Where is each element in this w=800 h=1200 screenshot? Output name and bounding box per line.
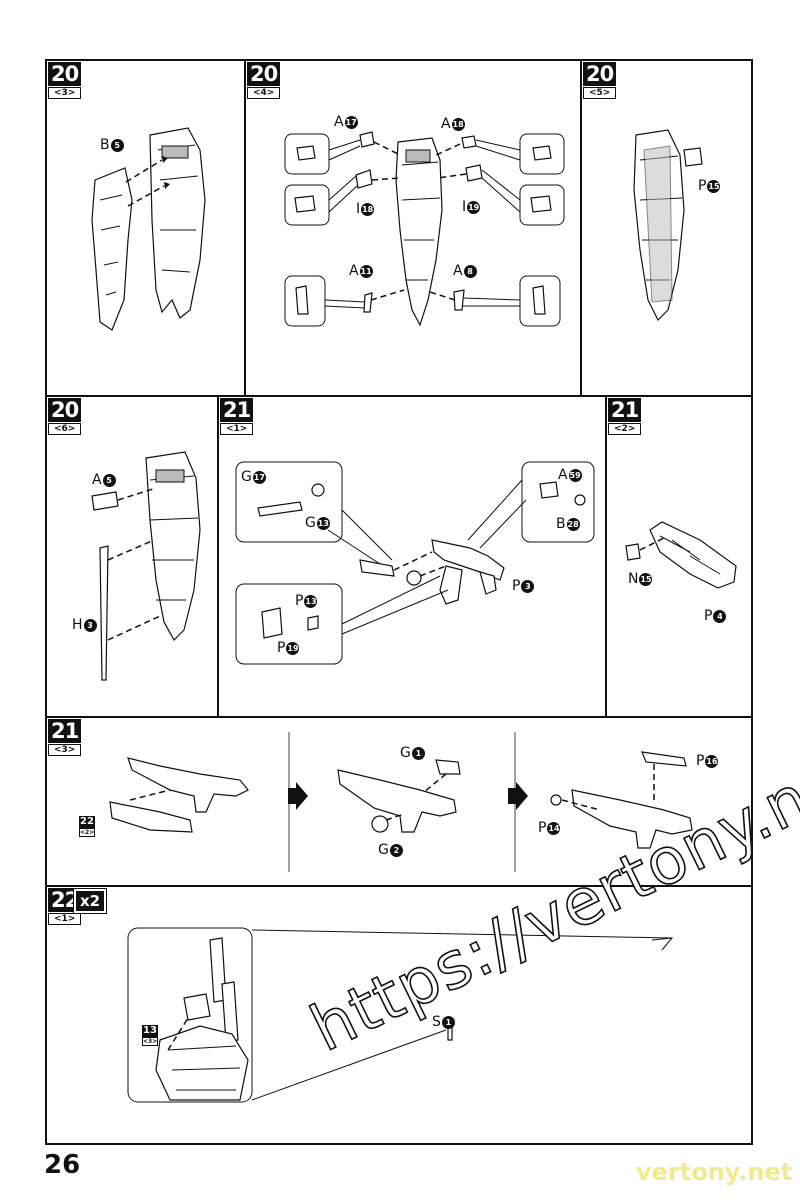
step22-1-drawing	[127, 927, 674, 1103]
step20-6-drawing	[91, 451, 201, 681]
step-badge-20-6: 20<6>	[48, 398, 82, 435]
step21-3-drawing	[109, 751, 693, 849]
step-badge-20-3: 20<3>	[48, 62, 82, 99]
page-number: 26	[44, 1150, 81, 1180]
step21-1-drawing	[235, 461, 595, 665]
watermark-corner: vertony.net	[636, 1158, 793, 1186]
page-frame	[45, 59, 753, 1145]
step-badge-21-3: 21<3>	[48, 719, 82, 756]
step20-3-drawing	[91, 127, 206, 331]
quantity-multiplier: x2	[72, 888, 108, 914]
step-badge-20-4: 20<4>	[247, 62, 281, 99]
step-badge-21-1: 21<1>	[220, 398, 254, 435]
step20-5-drawing	[633, 129, 703, 322]
step-reference-badge: 22<2>	[79, 816, 95, 837]
step-badge-21-2: 21<2>	[608, 398, 642, 435]
step21-2-drawing	[625, 521, 737, 589]
step-badge-20-5: 20<5>	[583, 62, 617, 99]
step-reference-badge: 13<3>	[142, 1025, 158, 1046]
step20-4-drawing	[284, 131, 565, 327]
